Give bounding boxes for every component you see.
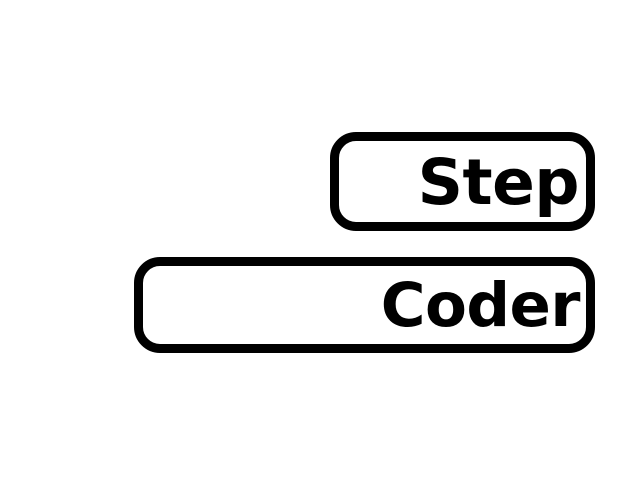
coder-button-label: Coder <box>380 270 581 342</box>
step-button-label: Step <box>417 145 580 219</box>
coder-button[interactable]: Coder <box>134 257 595 353</box>
step-button[interactable]: Step <box>330 132 595 231</box>
